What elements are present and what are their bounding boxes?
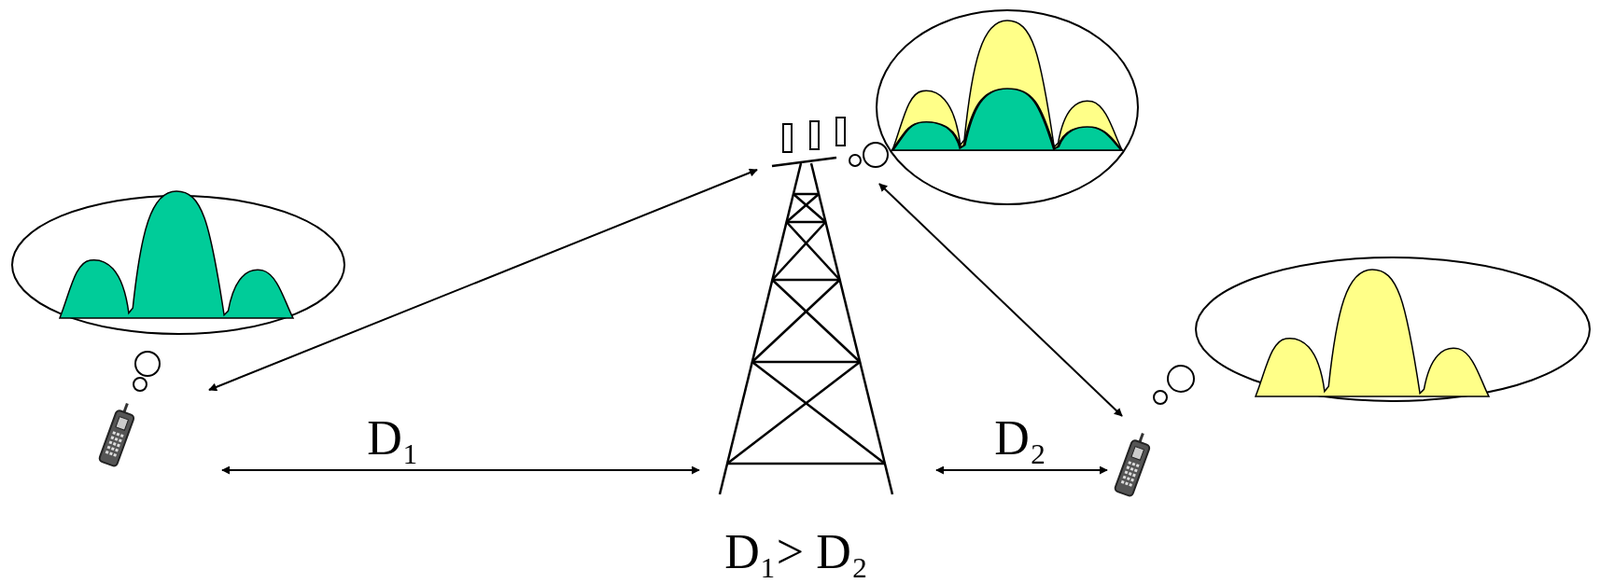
spectrum	[59, 191, 294, 319]
thought-dot	[1167, 365, 1194, 393]
spectrum	[1255, 269, 1489, 397]
thought-bubble	[1195, 257, 1590, 402]
spectrum	[892, 20, 1123, 151]
distance-label: D₁	[366, 414, 420, 464]
thought-bubble	[876, 10, 1138, 205]
thought-dot	[863, 142, 888, 168]
distance-arrow	[936, 469, 1108, 472]
thought-dot	[1153, 391, 1167, 405]
distance-arrow	[222, 469, 700, 472]
thought-dot	[849, 154, 861, 167]
distance-label: D₁> D₂	[724, 528, 869, 577]
thought-dot	[135, 351, 160, 377]
radio-link-arrow	[209, 169, 758, 391]
radio-link-arrow	[879, 183, 1123, 417]
mobile-phone	[1114, 431, 1154, 498]
thought-dot	[133, 378, 147, 392]
distance-label: D₂	[994, 414, 1047, 464]
spectrum	[892, 88, 1123, 151]
mobile-phone	[98, 401, 139, 468]
